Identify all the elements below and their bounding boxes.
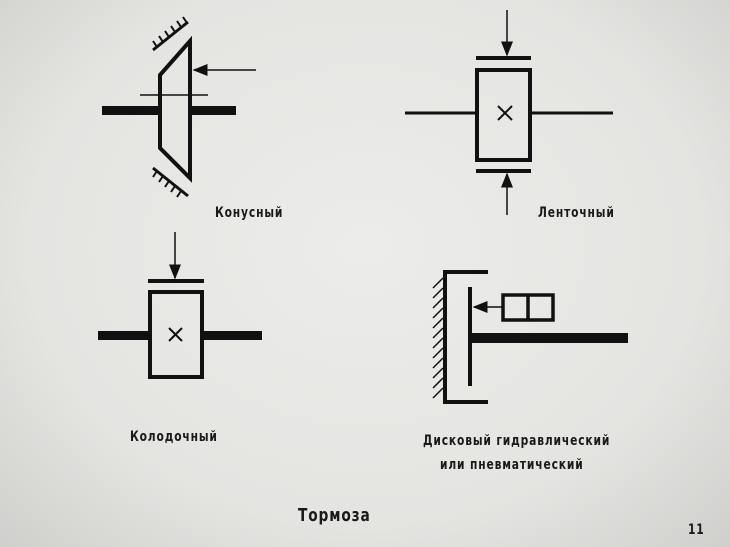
page-number: 11	[688, 522, 705, 538]
band-brake-diagram	[405, 10, 613, 215]
slide-title: Тормоза	[298, 505, 371, 526]
cone-brake-diagram	[102, 16, 256, 198]
disc-brake-label: Дисковый гидравлический	[423, 433, 611, 449]
disc-brake-diagram	[432, 270, 628, 404]
cone-brake-label: Конусный	[215, 205, 284, 221]
shoe-brake-diagram	[98, 232, 262, 379]
shoe-brake-label: Колодочный	[130, 429, 218, 445]
band-brake-label: Ленточный	[538, 205, 615, 221]
disc-brake-label-line2: или пневматический	[440, 457, 584, 473]
